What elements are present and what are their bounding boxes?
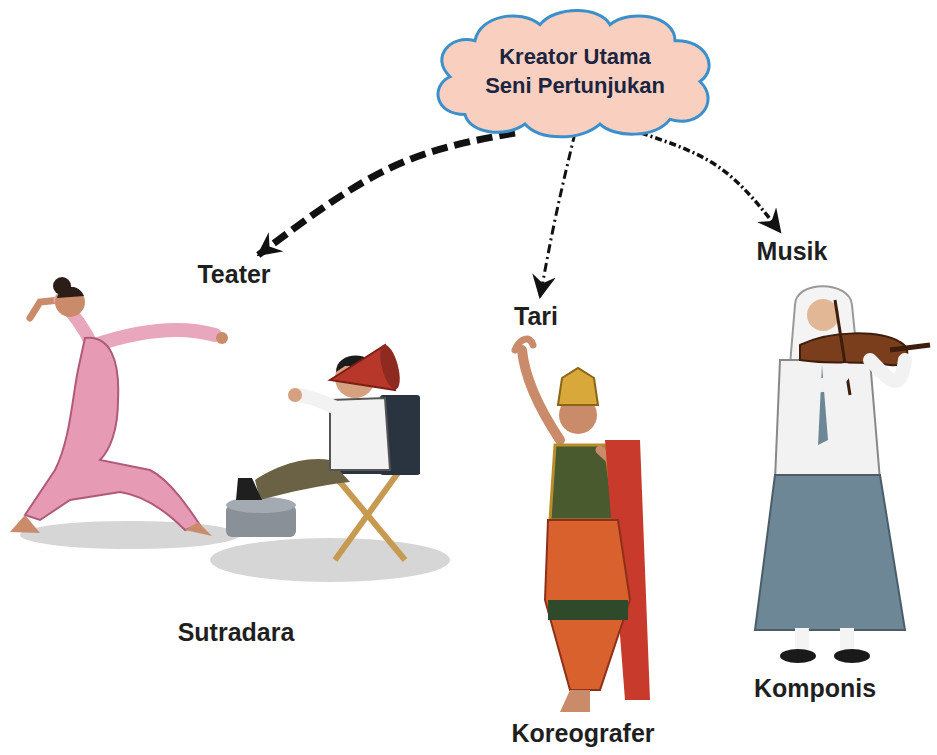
dashed-arrow [540, 133, 575, 297]
shadow [210, 538, 450, 582]
category-label: Tari [514, 301, 566, 335]
category-label: Teater [197, 259, 278, 293]
node-text: Teater [197, 259, 278, 289]
node-text: Musik [757, 236, 836, 266]
shadow [20, 521, 240, 549]
cloud-node: Kreator Utama Seni Pertunjukan [425, 1, 725, 143]
dashed-arrow [641, 133, 780, 232]
role-label: Komponis [754, 673, 876, 703]
role-label: Sutradara [178, 617, 295, 647]
balinese-dancer [515, 339, 650, 712]
node-text: Tari [514, 301, 566, 331]
violinist [755, 286, 930, 663]
theatre-dancer [10, 277, 228, 536]
cloud-shape [425, 1, 725, 143]
director [226, 343, 420, 560]
category-label: Musik [757, 236, 836, 270]
dashed-arrow [258, 133, 515, 255]
node-text: Kreator Utama Seni Pertunjukan [475, 43, 675, 100]
role-label: Koreografer [511, 718, 654, 748]
